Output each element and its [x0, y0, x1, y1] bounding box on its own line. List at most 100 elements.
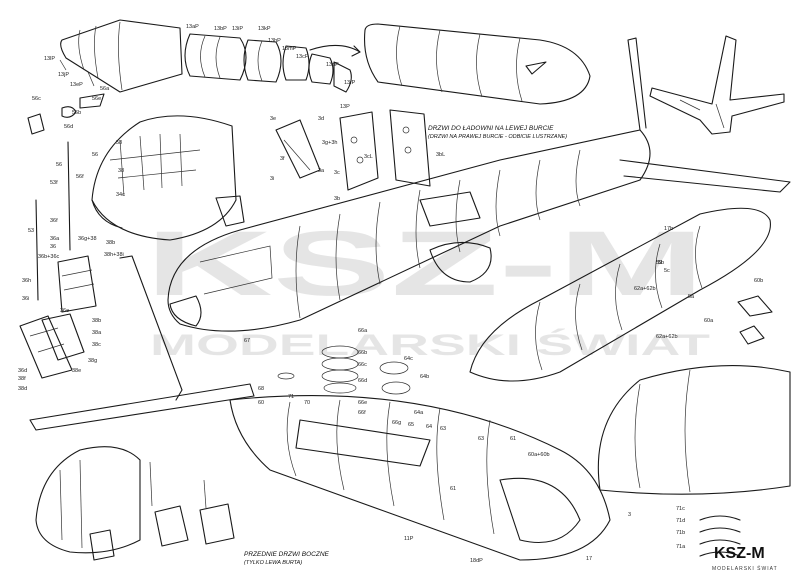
part-label: 11P [404, 536, 414, 542]
part-label: 13kP [258, 26, 271, 32]
caption-cargo-door-note: (DRZWI NA PRAWEJ BURCIE - ODBICIE LUSTRZ… [428, 134, 567, 140]
part-label: 66c [358, 362, 367, 368]
tail-cone-assembly-drawing [309, 23, 591, 105]
watermark-main: KSZ-M [145, 213, 705, 315]
part-labels: 13aP 13bP 13iP 13kP 13hP 13mP 13cP 13dP … [18, 24, 763, 564]
part-label: 13P [340, 104, 350, 110]
part-label: 64 [426, 424, 432, 430]
part-label: 13dP [326, 62, 339, 68]
part-label: 36f [50, 218, 58, 224]
part-label: 62a+62b [656, 334, 678, 340]
part-label: 36 [50, 244, 56, 250]
part-label: 36b+36c [38, 254, 60, 260]
part-label: 38e [72, 368, 81, 374]
part-label: 68 [258, 386, 264, 392]
part-label: 60a+60b [528, 452, 550, 458]
front-side-door-drawing [35, 446, 235, 561]
part-label: 13bP [214, 26, 227, 32]
part-label: 36h [22, 278, 31, 284]
part-label: 67 [244, 338, 250, 344]
part-label: 13eP [70, 82, 83, 88]
part-label: 63 [440, 426, 446, 432]
nose-cockpit-cutaway-drawing [27, 93, 245, 241]
part-label: 66f [358, 410, 366, 416]
part-label: 34c [116, 192, 125, 198]
part-label: 38c [92, 342, 101, 348]
engine-ring-parts-drawing [277, 345, 411, 395]
main-fuselage-upper-drawing [167, 37, 791, 332]
part-label: 56e [92, 96, 101, 102]
part-label: 56f [76, 174, 84, 180]
part-label: 36a [50, 236, 60, 242]
part-label: 60b [754, 278, 763, 284]
part-label: 71d [676, 518, 685, 524]
part-label: 17b [664, 226, 673, 232]
part-label: 3b [334, 196, 340, 202]
part-label: 62a+62b [634, 286, 656, 292]
brand-logo: KSZ-M [714, 545, 765, 562]
part-label: 5a [688, 294, 695, 300]
part-label: 38a [92, 330, 102, 336]
part-label: 70 [304, 400, 310, 406]
part-label: 3 [628, 512, 631, 518]
part-label: 36e [60, 308, 69, 314]
part-label: 13cP [296, 54, 309, 60]
part-label: 13aP [186, 24, 199, 30]
tail-cone-segments-drawing [59, 19, 352, 93]
caption-side-door-title: PRZEDNIE DRZWI BOCZNE [244, 551, 330, 558]
part-label: 13mP [282, 46, 297, 52]
part-label: 13jP [58, 72, 69, 78]
rear-ramp-cutaway-drawing [469, 207, 773, 382]
part-label: 60a [704, 318, 714, 324]
part-label: 60 [258, 400, 264, 406]
part-label: 56b [72, 110, 81, 116]
part-label: 66d [358, 378, 367, 384]
part-label: 3bL [436, 152, 445, 158]
part-label: 36d [18, 368, 27, 374]
watermark-sub: MODELARSKI ŚWIAT [150, 328, 710, 362]
part-label: 59 [656, 260, 662, 266]
part-label: 56a [100, 86, 110, 92]
part-label: 71a [676, 544, 686, 550]
part-label: 56d [64, 124, 73, 130]
part-label: 38 [118, 168, 124, 174]
part-label: 56c [32, 96, 41, 102]
part-label: 53f [50, 180, 58, 186]
part-label: 3c [334, 170, 340, 176]
cargo-door-parts-drawing [275, 109, 431, 191]
part-label: 71 [288, 394, 294, 400]
part-label: 13lP [44, 56, 55, 62]
part-label: 61 [510, 436, 516, 442]
part-label: 64c [404, 356, 413, 362]
part-label: 63 [478, 436, 484, 442]
part-label: 38f [18, 376, 26, 382]
part-label: 3a [318, 168, 325, 174]
part-label: 3i [270, 176, 274, 182]
part-label: 66b [358, 350, 367, 356]
part-label: 36i [22, 296, 29, 302]
part-label: 53 [28, 228, 34, 234]
tail-fin-rear-view-drawing [649, 35, 785, 135]
part-label: 13iP [232, 26, 243, 32]
part-label: 3g+3h [322, 140, 337, 146]
part-label: 3cL [364, 154, 373, 160]
part-label: 71c [676, 506, 685, 512]
lower-fuselage-and-wing-drawing [29, 255, 611, 561]
part-label: 66a [358, 328, 368, 334]
part-label: 61 [450, 486, 456, 492]
part-label: 56 [92, 152, 98, 158]
part-label: 18dP [470, 558, 483, 564]
part-label: 38d [18, 386, 27, 392]
step-ladder-parts-drawing [19, 141, 97, 379]
part-label: 64b [420, 374, 429, 380]
part-label: 3d [318, 116, 324, 122]
part-label: 36g+38 [78, 236, 97, 242]
part-label: 13hP [268, 38, 281, 44]
part-label: 66e [358, 400, 367, 406]
part-label: 5b [658, 260, 664, 266]
rear-interior-detail-drawing [597, 365, 791, 557]
part-label: 3e [270, 116, 276, 122]
part-label: 17 [586, 556, 592, 562]
part-label: 56 [56, 162, 62, 168]
